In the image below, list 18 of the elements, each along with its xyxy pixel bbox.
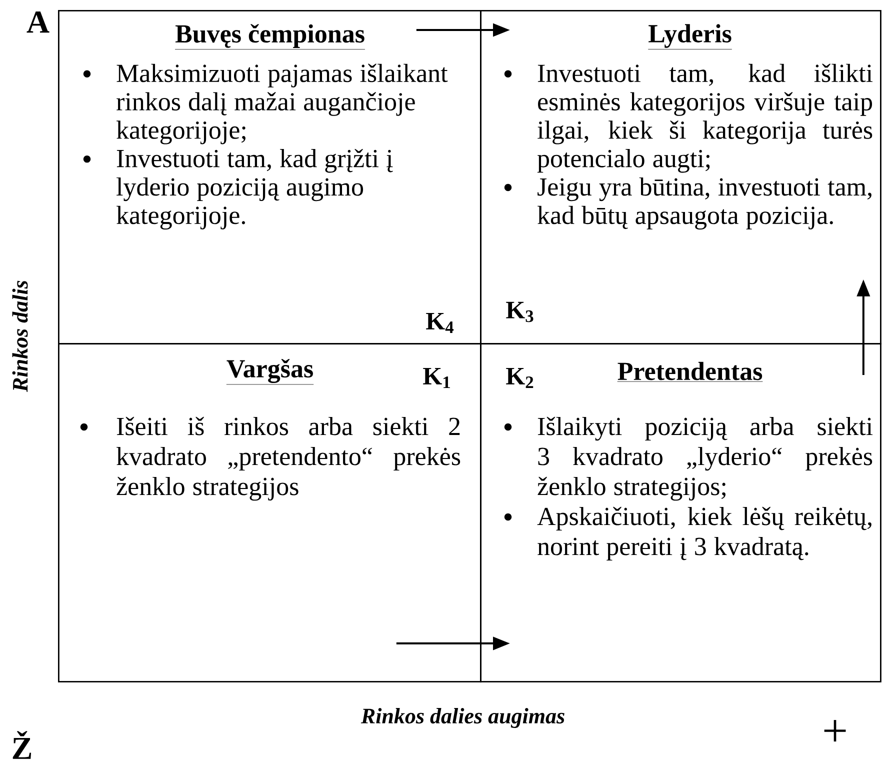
bullet-text: Apskaičiuoti, kiek lėšų reikėtų, norint pereiti į 3 kvadratą.: [537, 506, 872, 561]
quadrant-code: K$_{4}$: [426, 312, 454, 334]
axis-end-label: Ž: [12, 731, 32, 759]
axis-title: Rinkos dalis: [12, 280, 28, 392]
quadrant-heading: Buvęs čempionas: [174, 24, 366, 50]
quadrant-heading: Vargšas: [226, 358, 314, 385]
bullet-text: Išeiti iš rinkos arba siekti 2 kvadrato „pretendento“ prekės ženklo strategijos: [116, 416, 460, 501]
quadrant-heading: Lyderis: [648, 24, 732, 50]
bullet-text: Maksimizuoti pajamas išlaikant rinkos dalį mažai augančioje kategorijoje;: [116, 64, 448, 144]
quadrant-code: K$_{1}$: [423, 368, 450, 388]
quadrant-code: K$_{2}$: [506, 368, 534, 388]
bullet-text: Investuoti tam, kad grįžti į lyderio poziciją augimo kategorijoje.: [116, 148, 393, 230]
bullet-text: Jeigu yra būtina, investuoti tam, kad būtų apsaugota pozicija.: [538, 177, 872, 230]
bullet-text: Investuoti tam, kad išlikti esminės kategorijos viršuje taip ilgai, kiek ši kategorija turės potencialo augti;: [537, 64, 873, 173]
bullet-text: Išlaikyti poziciją arba siekti 3 kvadrato „lyderio“ prekės ženklo strategijos;: [538, 416, 873, 501]
axis-title: Rinkos dalies augimas: [360, 708, 564, 728]
quadrant-heading: Pretendentas: [617, 362, 763, 382]
quadrant-code: K$_{3}$: [506, 302, 534, 322]
